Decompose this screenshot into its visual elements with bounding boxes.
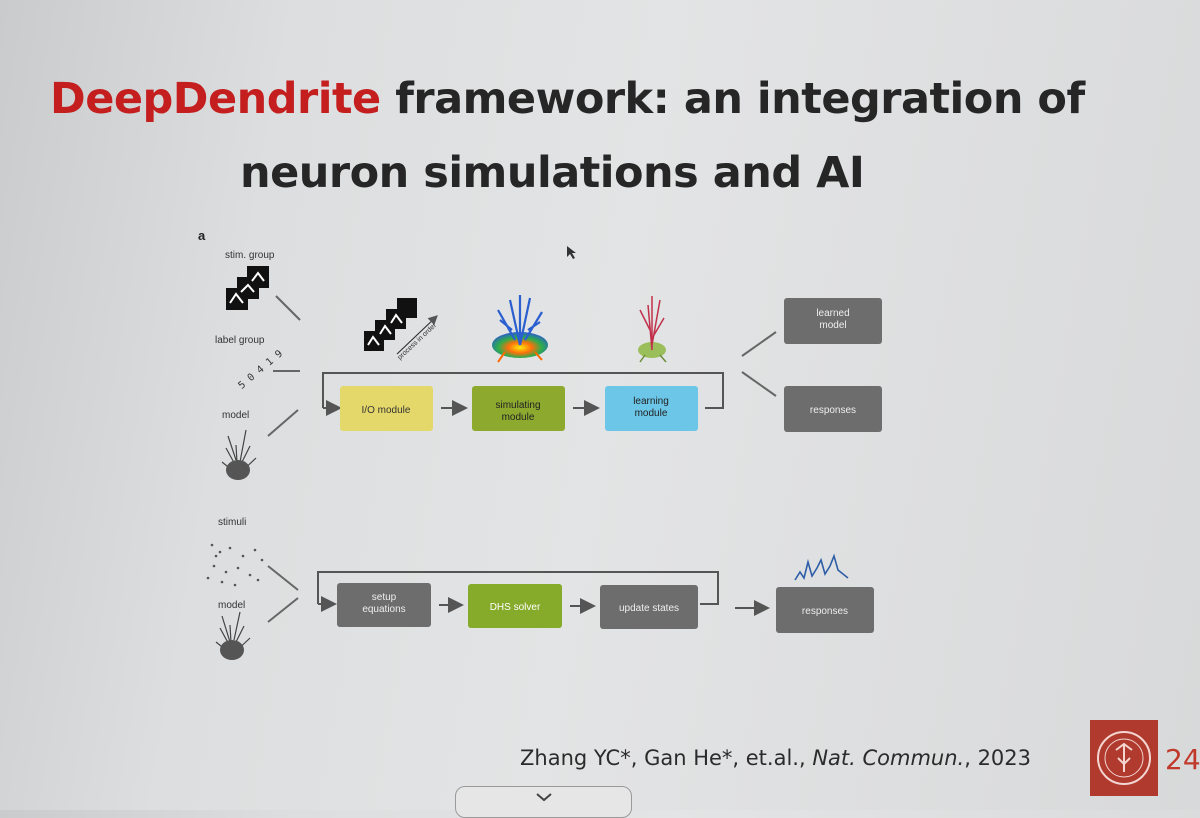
input-label-label-group: label group — [215, 335, 265, 346]
responses-label-bottom: responses — [802, 606, 848, 617]
learning-module — [605, 386, 698, 431]
response-trace-icon — [794, 553, 849, 581]
university-logo-icon — [1090, 720, 1158, 796]
stimuli-dots — [206, 543, 264, 587]
neuron-icon — [638, 296, 667, 363]
learned-model-box — [784, 298, 882, 344]
cursor-icon — [567, 246, 576, 259]
slide-nav-toggle[interactable] — [455, 786, 632, 818]
responses-label-top: responses — [810, 405, 856, 416]
io-module-label: I/O module — [362, 405, 411, 416]
title-accent: DeepDendrite — [50, 74, 381, 124]
simulating-module — [472, 386, 565, 431]
input-label-stimuli: stimuli — [218, 517, 246, 528]
input-label-stim-group: stim. group — [225, 250, 275, 261]
title-line1-rest: framework: an integration of — [380, 74, 1085, 124]
citation-authors: Zhang YC*, Gan He*, et.al., — [520, 746, 813, 770]
stimulus-stack-icon — [226, 266, 269, 310]
update-states-label: update states — [619, 603, 679, 614]
responses-box-top — [784, 386, 882, 432]
citation: Zhang YC*, Gan He*, et.al., Nat. Commun.… — [520, 746, 1031, 770]
io-module — [340, 386, 433, 431]
slide-title: DeepDendrite framework: an integration o… — [50, 62, 1150, 210]
neuron-icon — [221, 429, 257, 481]
input-label-model: model — [222, 410, 249, 421]
citation-year: , 2023 — [964, 746, 1032, 770]
dhs-solver-label: DHS solver — [490, 602, 541, 613]
page-number: 24 — [1165, 743, 1200, 776]
setup-equations-box — [337, 583, 431, 627]
stimulus-stack-icon — [364, 298, 417, 351]
dhs-solver-box — [468, 584, 562, 628]
neuron-icon — [492, 295, 548, 363]
chevron-down-icon — [536, 793, 552, 802]
update-states-box — [600, 585, 698, 629]
panel-label: a — [198, 228, 206, 243]
input-label-model-bottom: model — [218, 600, 245, 611]
responses-box-bottom — [776, 587, 874, 633]
title-line2: neuron simulations and AI — [240, 148, 865, 198]
citation-journal: Nat. Commun. — [812, 746, 965, 770]
neuron-icon — [215, 611, 251, 661]
